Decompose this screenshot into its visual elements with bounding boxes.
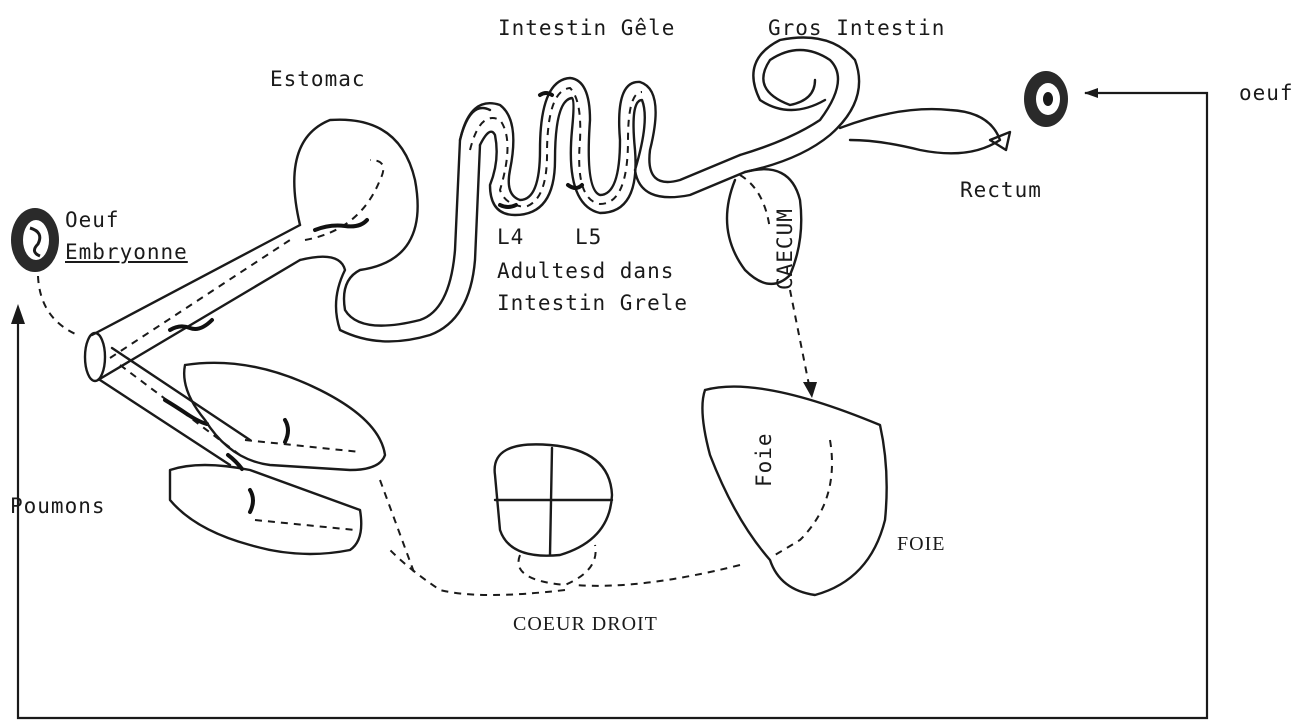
label-oeuf-right: oeuf: [1239, 81, 1294, 105]
gros-intestin-large-intestine: [740, 38, 1010, 173]
label-rectum: Rectum: [960, 178, 1042, 202]
label-embryonne: Embryonne: [65, 240, 188, 264]
estomac-stomach: [294, 108, 490, 341]
egg-to-trachea-arrow: [38, 276, 80, 336]
oeuf-embryonne-icon: [11, 208, 59, 272]
label-l5: L5: [575, 225, 602, 249]
label-estomac: Estomac: [270, 67, 366, 91]
label-adultes-line1: Adultesd dans: [497, 259, 674, 283]
oeuf-arrowhead: [1084, 88, 1098, 98]
label-l4: L4: [497, 225, 524, 249]
label-coeur-droit: COEUR DROIT: [513, 613, 658, 636]
label-oeuf-left: Oeuf: [65, 208, 120, 232]
label-poumons: Poumons: [10, 494, 106, 518]
foie-to-coeur-arrow: [575, 565, 740, 586]
label-caecum: CAECUM: [773, 208, 797, 290]
label-intestin-grele-top: Intestin Gêle: [498, 16, 675, 40]
lung-vessel-arrow: [380, 480, 415, 575]
oeuf-egg-icon: [1024, 71, 1068, 127]
coeur-droit-heart: [495, 444, 612, 585]
caecum-to-foie-arrowhead: [803, 382, 817, 398]
label-foie: FOIE: [897, 533, 945, 556]
intestin-grele-small-intestine: [460, 78, 745, 215]
label-gros-intestin: Gros Intestin: [768, 16, 945, 40]
poumons-lungs: [170, 363, 385, 554]
coeur-to-poumons-arrow: [390, 550, 565, 595]
foie-liver: [702, 387, 886, 595]
caecum-to-foie-arrow: [790, 290, 810, 390]
cycle-return-arrowhead: [11, 304, 25, 324]
label-adultes-line2: Intestin Grele: [497, 291, 688, 315]
label-foie-inner: Foie: [752, 432, 776, 487]
